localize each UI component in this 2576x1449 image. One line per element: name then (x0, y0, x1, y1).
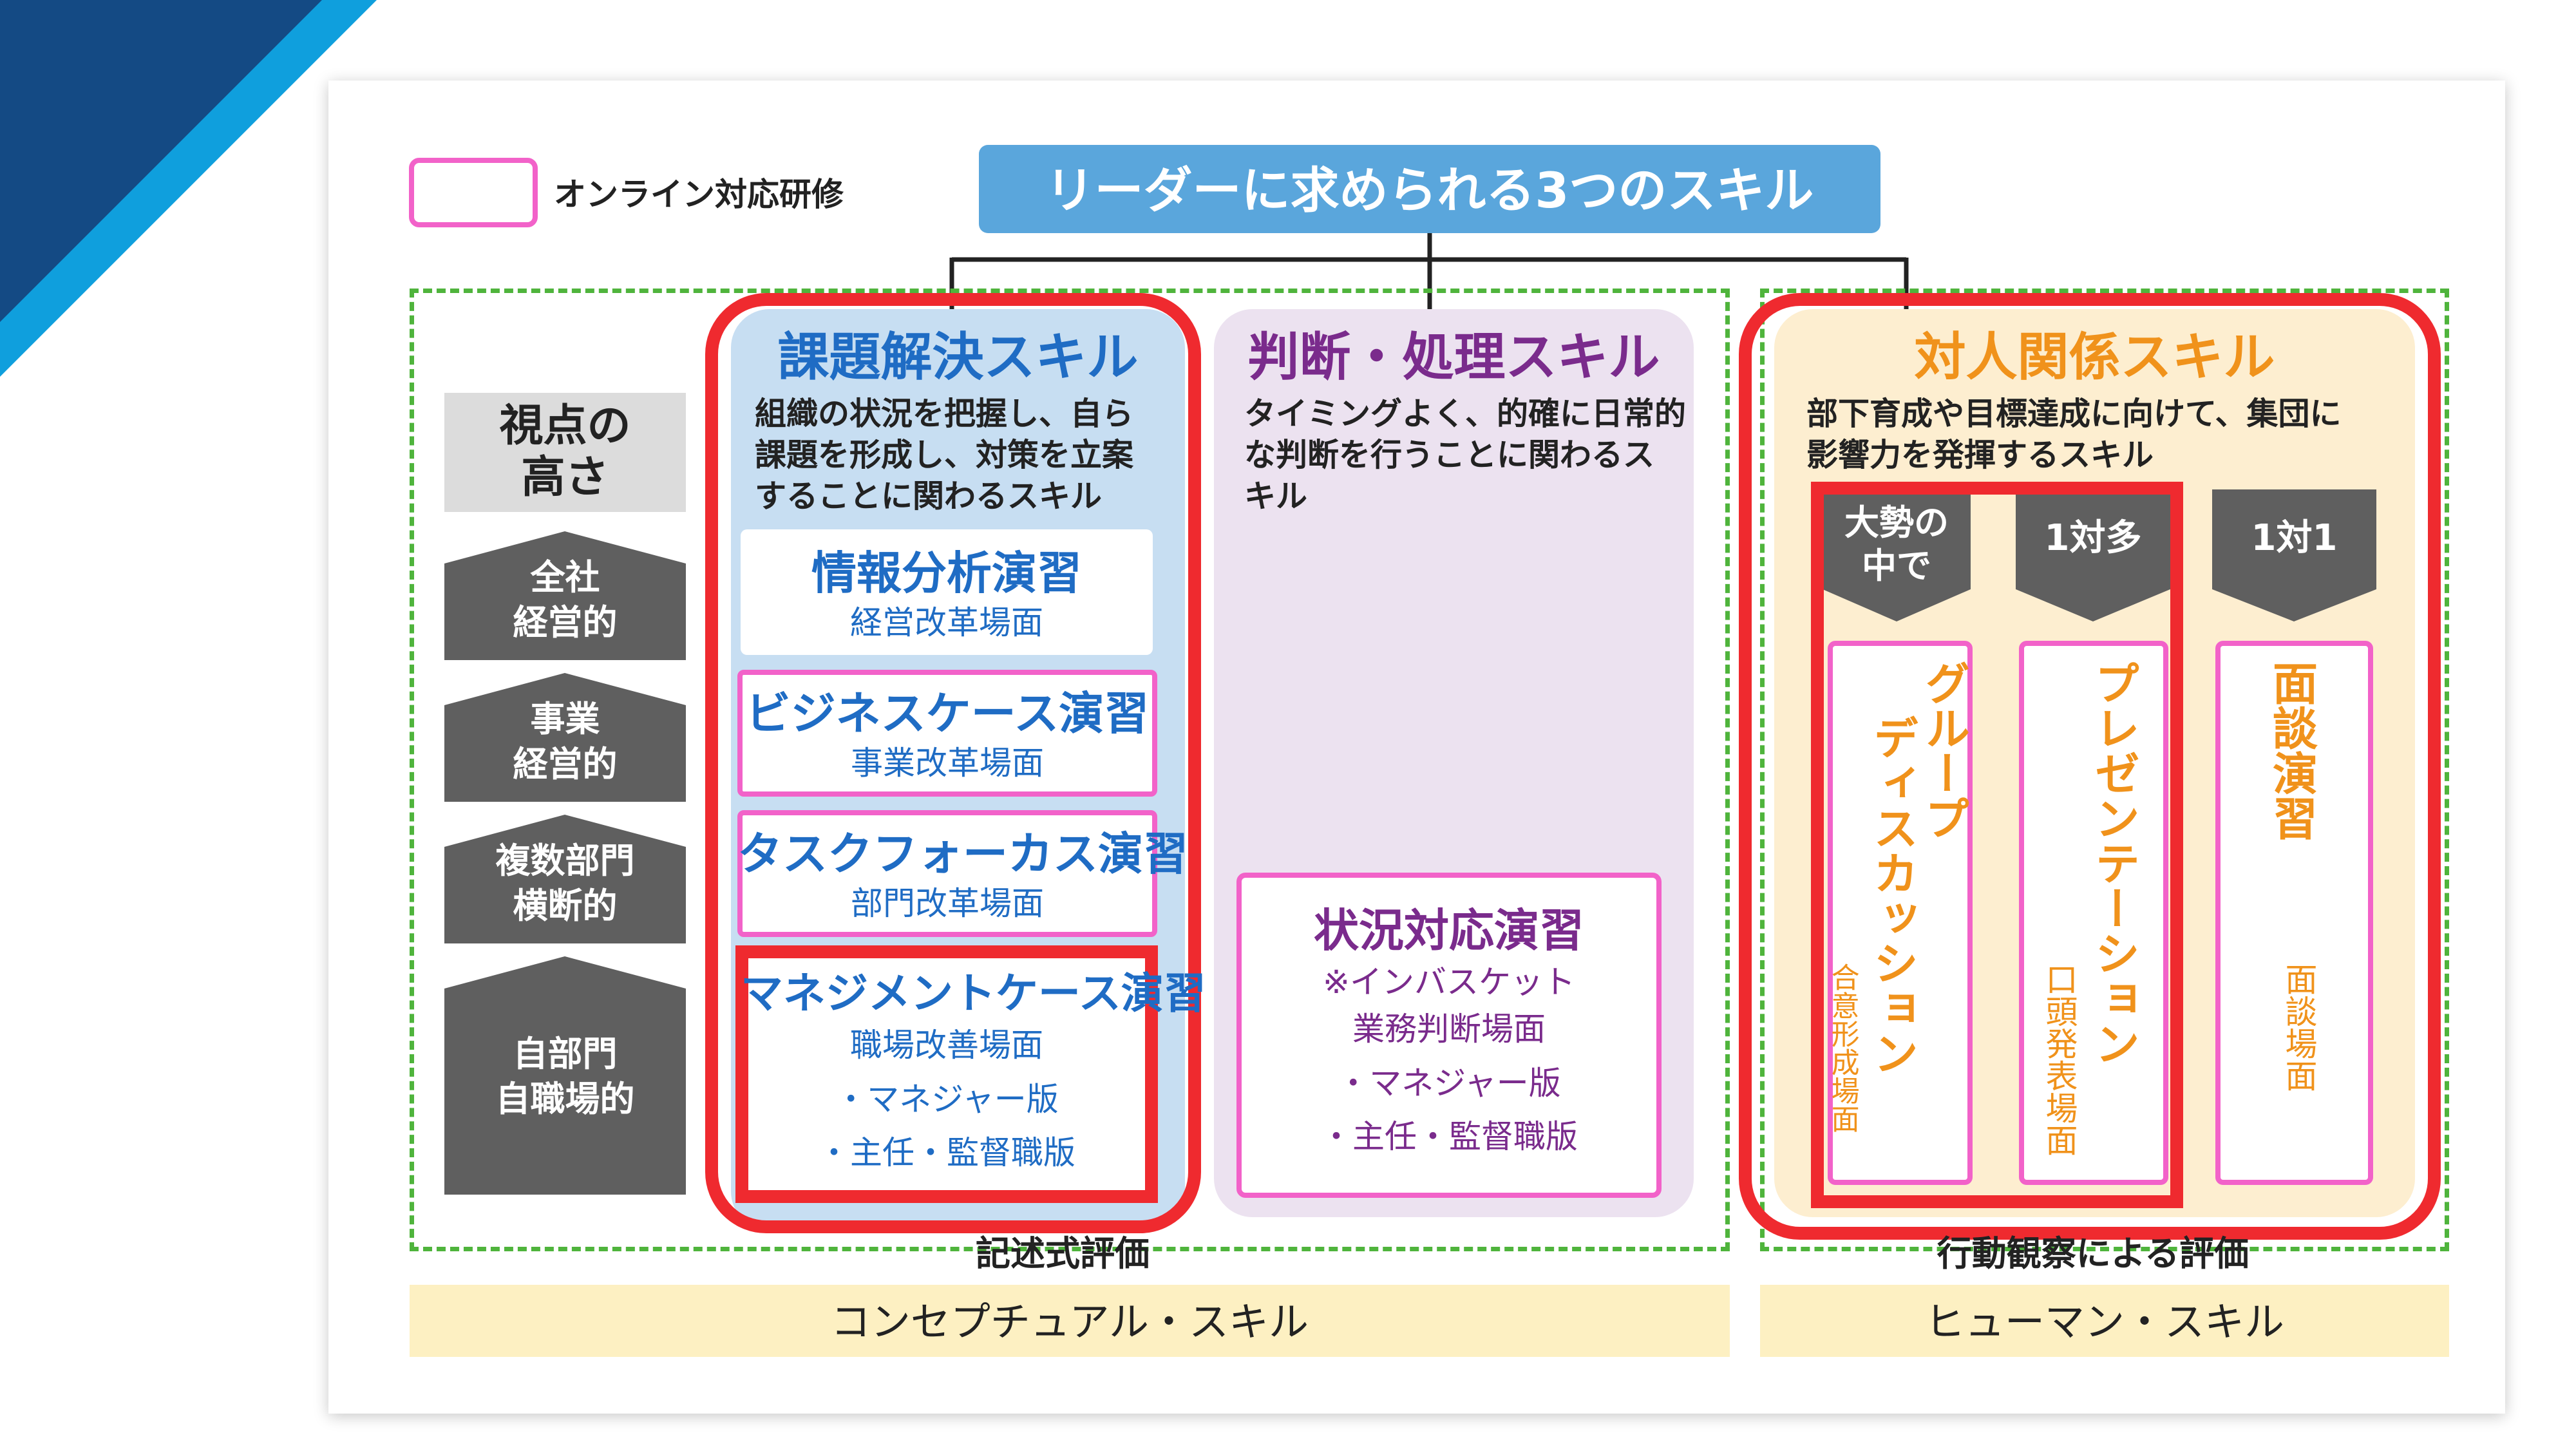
exercise-management-case-title: マネジメントケース演習 (741, 969, 1206, 1018)
conceptual-group-outline (410, 289, 1730, 1251)
level-crossdept-line2: 横断的 (513, 886, 618, 926)
exercise-business-case-title: ビジネスケース演習 (745, 687, 1150, 740)
problem-solving-desc-line2: 課題を形成し、対策を立案 (755, 437, 1134, 473)
interpersonal-desc-line2: 影響力を発揮するスキル (1806, 437, 2154, 473)
level-business-line1: 事業 (530, 699, 600, 739)
exercise-info-analysis (741, 529, 1153, 655)
viewpoint-header (444, 393, 686, 512)
viewpoint-heading-line1: 視点の (499, 401, 631, 451)
conceptual-skill-band (410, 1285, 1730, 1357)
exercise-task-focus-title: タスクフォーカス演習 (737, 828, 1188, 880)
exercise-task-focus (737, 810, 1157, 937)
exercise-info-analysis-title: 情報分析演習 (811, 547, 1082, 600)
exercise-interview (2215, 641, 2373, 1185)
category-one-to-one: 1対1 (2251, 517, 2338, 559)
presentation-title: プレゼンテーション (2087, 660, 2141, 1066)
presentation-scene: 口頭発表場面 (2040, 963, 2078, 1156)
level-crossdept-line1: 複数部門 (495, 840, 635, 881)
group-discussion-line2: ディスカッション (1866, 715, 1919, 1075)
main-title: リーダーに求められる3つのスキル (1045, 162, 1814, 219)
exercise-business-case-sub: 事業改革場面 (851, 744, 1044, 782)
interview-scene: 面談場面 (2280, 963, 2318, 1092)
category-one-to-many: 1対多 (2044, 517, 2142, 559)
exercise-situation-line2: 業務判断場面 (1352, 1010, 1546, 1048)
problem-solving-desc-line3: することに関わるスキル (755, 478, 1103, 515)
level-company-line1: 全社 (530, 557, 600, 598)
human-group-outline (1760, 289, 2449, 1251)
level-business-line2: 経営的 (513, 744, 618, 784)
exercise-task-focus-sub: 部門改革場面 (851, 885, 1044, 922)
evaluation-written: 記述式評価 (976, 1233, 1150, 1274)
category-large-group-line2: 中で (1862, 545, 1931, 586)
legend-label: オンライン対応研修 (554, 176, 844, 213)
exercise-group-discussion (1828, 641, 1973, 1185)
interpersonal-title: 対人関係スキル (1914, 327, 2275, 387)
group-presentation-highlight (1811, 482, 2183, 1208)
conceptual-skill-label: コンセプチュアル・スキル (830, 1298, 1309, 1345)
level-ownworkplace-line1: 自部門 (513, 1034, 618, 1074)
exercise-info-analysis-sub: 経営改革場面 (850, 604, 1043, 641)
exercise-presentation (2019, 641, 2168, 1185)
exercise-management-case-line2: ・主任・監督職版 (818, 1134, 1075, 1171)
problem-solving-desc-line1: 組織の状況を把握し、自ら (755, 395, 1134, 432)
problem-solving-highlight (705, 293, 1201, 1233)
interpersonal-desc-line1: 部下育成や目標達成に向けて、集団に (1806, 395, 2342, 432)
exercise-situation-line1: ※インバスケット (1323, 963, 1575, 1001)
exercise-management-case (741, 950, 1153, 1198)
interpersonal-highlight (1739, 293, 2441, 1240)
judgment-desc-line2: な判断を行うことに関わるス (1244, 437, 1655, 473)
level-ownworkplace-line2: 自職場的 (495, 1079, 635, 1119)
corner-decoration (0, 0, 377, 377)
exercise-management-case-sub: 職場改善場面 (850, 1027, 1043, 1064)
judgment-desc-line1: タイミングよく、的確に日常的 (1244, 395, 1687, 432)
judgment-desc-line3: キル (1244, 478, 1308, 515)
level-company-line2: 経営的 (513, 602, 618, 643)
human-skill-label: ヒューマン・スキル (1924, 1298, 2284, 1345)
category-large-group-line1: 大勢の (1844, 502, 1949, 543)
main-title-banner (979, 145, 1880, 233)
problem-solving-title: 課題解決スキル (777, 327, 1139, 387)
management-case-highlight (735, 945, 1158, 1203)
exercise-situation-line3: ・マネジャー版 (1337, 1065, 1561, 1102)
exercise-management-case-line1: ・マネジャー版 (835, 1081, 1059, 1118)
viewpoint-heading-line2: 高さ (521, 452, 609, 503)
exercise-situation-title: 状況対応演習 (1314, 904, 1584, 957)
exercise-situation (1236, 873, 1662, 1198)
legend-swatch (409, 158, 538, 227)
judgment-title: 判断・処理スキル (1247, 327, 1660, 387)
exercise-situation-line4: ・主任・監督職版 (1320, 1118, 1578, 1155)
exercise-business-case (737, 670, 1157, 797)
group-discussion-scene: 合意形成場面 (1826, 963, 1859, 1133)
human-skill-band (1760, 1285, 2449, 1357)
group-discussion-line1: グループ (1917, 660, 1971, 840)
evaluation-behavior: 行動観察による評価 (1937, 1233, 2249, 1274)
interview-title: 面談演習 (2265, 660, 2318, 840)
